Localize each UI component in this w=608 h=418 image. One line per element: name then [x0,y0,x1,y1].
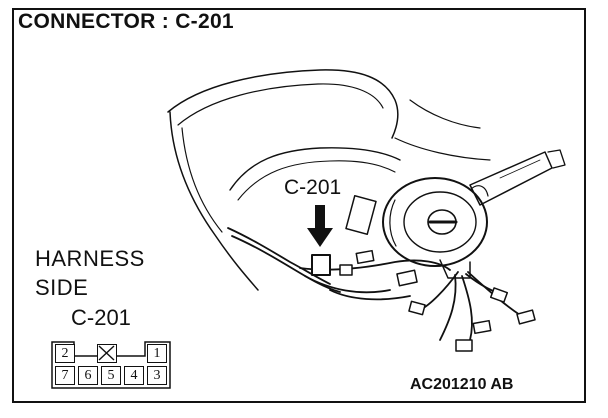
diagram-frame [12,8,586,403]
harness-side-label-line2: SIDE [35,275,89,300]
dashboard-lower-edge [169,111,259,291]
harness-connector-id: C-201 [71,305,131,330]
switch-lever [469,151,553,206]
empty-pin-cavity-icon [97,344,117,363]
pin-1: 1 [147,344,167,363]
pin-3: 3 [147,366,167,385]
pin-2: 2 [55,344,75,363]
target-connector [311,254,331,276]
pin-4: 4 [124,366,144,385]
connector-pin-face: 2 1 7 6 5 4 3 [52,342,170,388]
callout-arrow [307,205,333,247]
dashboard-outline [167,69,399,139]
harness-connectors [339,194,536,352]
pin-7: 7 [55,366,75,385]
connector-title: CONNECTOR : C-201 [18,10,234,33]
figure-code: AC201210 AB [410,376,514,393]
pin-6: 6 [78,366,98,385]
wiring-harness [227,227,521,341]
clock-spring-assembly [382,177,489,279]
harness-side-label: HARNESS [35,246,145,271]
pin-5: 5 [101,366,121,385]
connector-callout-label: C-201 [284,176,342,199]
